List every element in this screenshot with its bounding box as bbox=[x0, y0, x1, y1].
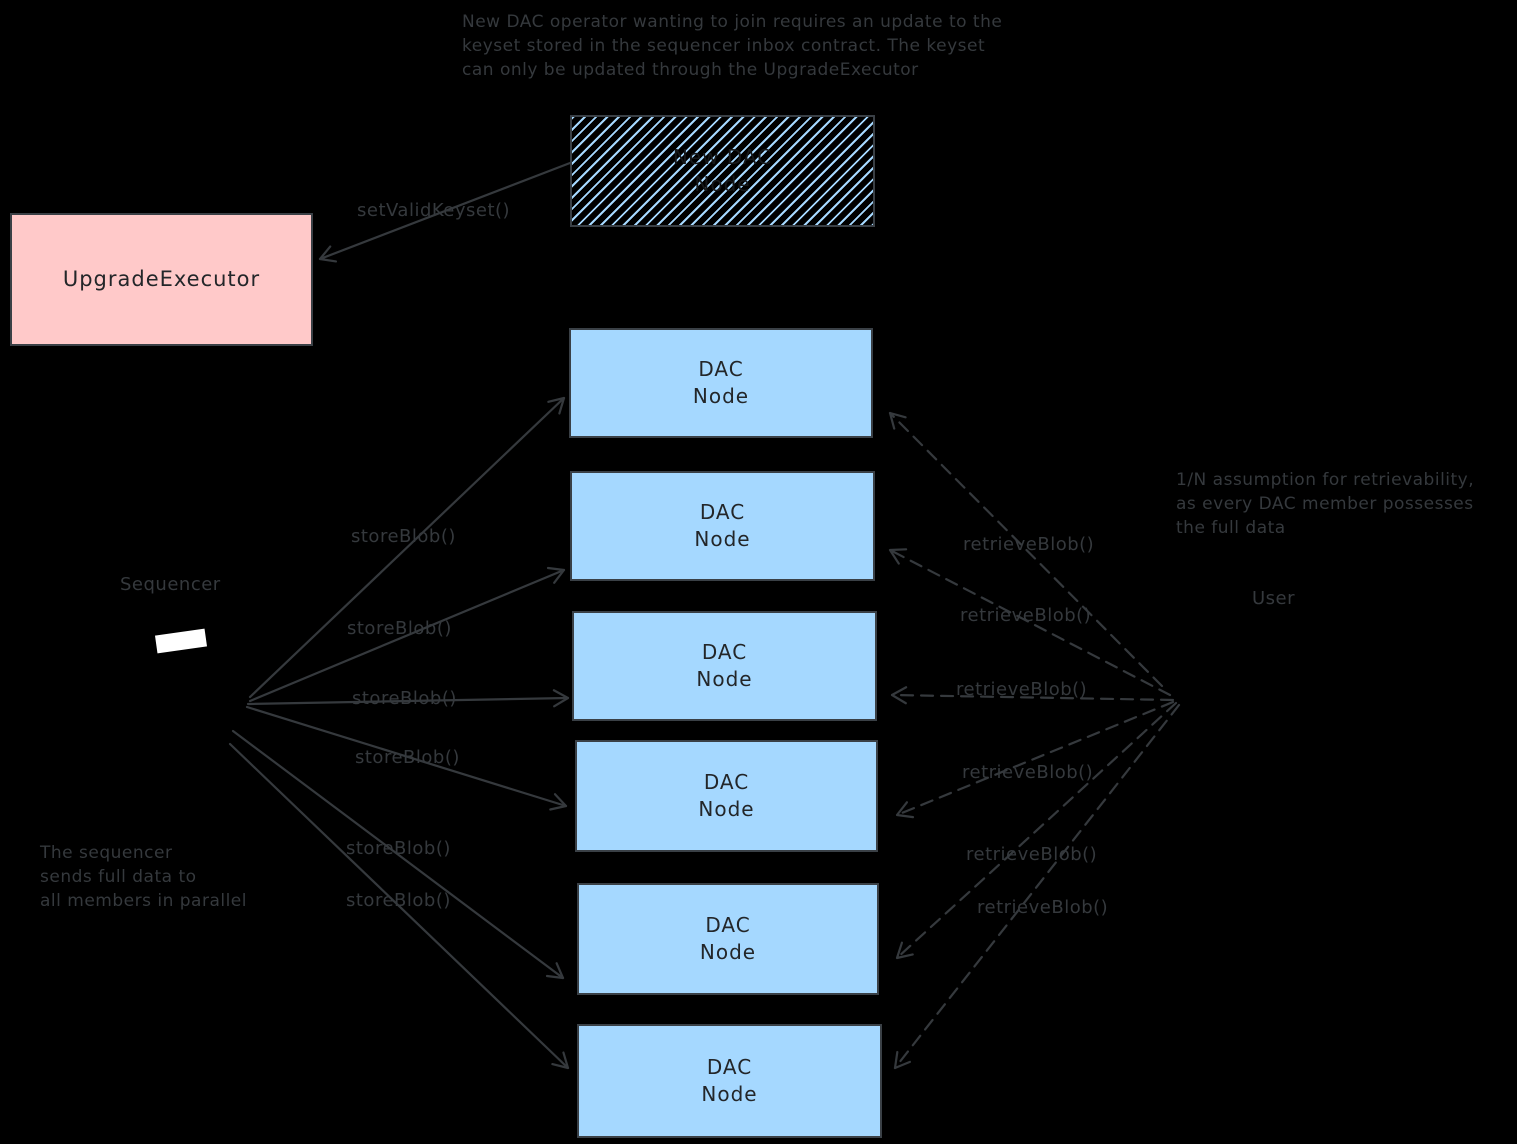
dac-node-box-4: DAC Node bbox=[575, 740, 878, 852]
dac-node-label-line1: DAC bbox=[705, 913, 751, 937]
note-line: sends full data to bbox=[40, 867, 197, 887]
upgrade-executor-box: UpgradeExecutor bbox=[10, 213, 313, 346]
note-line: the full data bbox=[1176, 518, 1286, 538]
arrow-retrieve-blob-4 bbox=[895, 700, 1175, 819]
arrow-store-blob-5 bbox=[231, 729, 565, 980]
note-line: 1/N assumption for retrievability, bbox=[1176, 470, 1475, 490]
dac-node-label-line1: DAC bbox=[703, 770, 750, 794]
new-dac-node-label-line2: Node bbox=[694, 172, 751, 196]
dac-node-label-line2: Node bbox=[701, 1082, 758, 1106]
new-dac-node-label-line1: New DAC bbox=[672, 145, 773, 169]
user-label: User bbox=[1252, 588, 1296, 609]
dac-node-label-line1: DAC bbox=[699, 500, 746, 524]
arrow-retrieve-blob-3 bbox=[890, 686, 1175, 705]
dac-node-label-line2: Node bbox=[698, 797, 755, 821]
note-line: all members in parallel bbox=[40, 891, 247, 911]
store-blob-label-3: storeBlob() bbox=[352, 688, 457, 709]
dac-node-label-line2: Node bbox=[696, 667, 753, 691]
note-line: The sequencer bbox=[40, 843, 173, 863]
note-line: keyset stored in the sequencer inbox con… bbox=[462, 36, 986, 56]
dac-node-label-line2: Node bbox=[699, 940, 757, 964]
retrieve-blob-label-3: retrieveBlob() bbox=[956, 679, 1088, 700]
sequencer-label: Sequencer bbox=[120, 574, 221, 595]
store-blob-label-1: storeBlob() bbox=[351, 526, 456, 547]
dac-node-box-3: DAC Node bbox=[572, 611, 877, 721]
arrow-store-blob-6 bbox=[228, 742, 570, 1070]
retrieve-blob-label-4: retrieveBlob() bbox=[962, 762, 1094, 783]
note-line: can only be updated through the UpgradeE… bbox=[462, 60, 919, 80]
set-valid-keyset-label: setValidKeyset() bbox=[357, 200, 511, 221]
retrieve-blob-label-1: retrieveBlob() bbox=[963, 534, 1095, 555]
retrievability-note: 1/N assumption for retrievability, as ev… bbox=[1176, 468, 1474, 540]
upgrade-executor-label: UpgradeExecutor bbox=[62, 267, 261, 291]
arrow-set-valid-keyset bbox=[318, 161, 572, 263]
retrieve-blob-label-6: retrieveBlob() bbox=[977, 897, 1109, 918]
store-blob-label-5: storeBlob() bbox=[346, 838, 451, 859]
dac-node-label-line1: DAC bbox=[698, 357, 744, 381]
note-line: as every DAC member possesses bbox=[1176, 494, 1474, 514]
note-line: New DAC operator wanting to join require… bbox=[462, 12, 1003, 32]
store-blob-label-4: storeBlob() bbox=[355, 747, 460, 768]
arrow-store-blob-2 bbox=[248, 566, 566, 703]
dac-node-label-line2: Node bbox=[692, 384, 750, 408]
dac-node-box-6: DAC Node bbox=[577, 1024, 882, 1138]
sequencer-note: The sequencer sends full data to all mem… bbox=[40, 841, 247, 913]
arrow-store-blob-3 bbox=[246, 689, 570, 708]
arrow-retrieve-blob-1 bbox=[888, 411, 1164, 688]
store-blob-label-2: storeBlob() bbox=[347, 618, 452, 639]
retrieve-blob-label-5: retrieveBlob() bbox=[966, 844, 1098, 865]
dac-node-label-line1: DAC bbox=[706, 1055, 753, 1079]
dac-node-box-2: DAC Node bbox=[570, 471, 875, 581]
retrieve-blob-label-2: retrieveBlob() bbox=[960, 605, 1092, 626]
arrow-retrieve-blob-6 bbox=[893, 703, 1181, 1070]
keyset-note: New DAC operator wanting to join require… bbox=[462, 10, 1002, 82]
new-dac-node-box: New DAC Node bbox=[570, 115, 875, 227]
arrow-retrieve-blob-5 bbox=[895, 701, 1178, 960]
dac-node-box-5: DAC Node bbox=[577, 883, 879, 995]
arrow-store-blob-1 bbox=[248, 396, 566, 699]
store-blob-label-6: storeBlob() bbox=[346, 890, 451, 911]
arrow-store-blob-4 bbox=[245, 705, 568, 811]
dac-node-label-line2: Node bbox=[694, 527, 751, 551]
arrow-retrieve-blob-2 bbox=[888, 548, 1172, 697]
dac-node-box-1: DAC Node bbox=[569, 328, 873, 438]
dac-node-label-line1: DAC bbox=[701, 640, 748, 664]
